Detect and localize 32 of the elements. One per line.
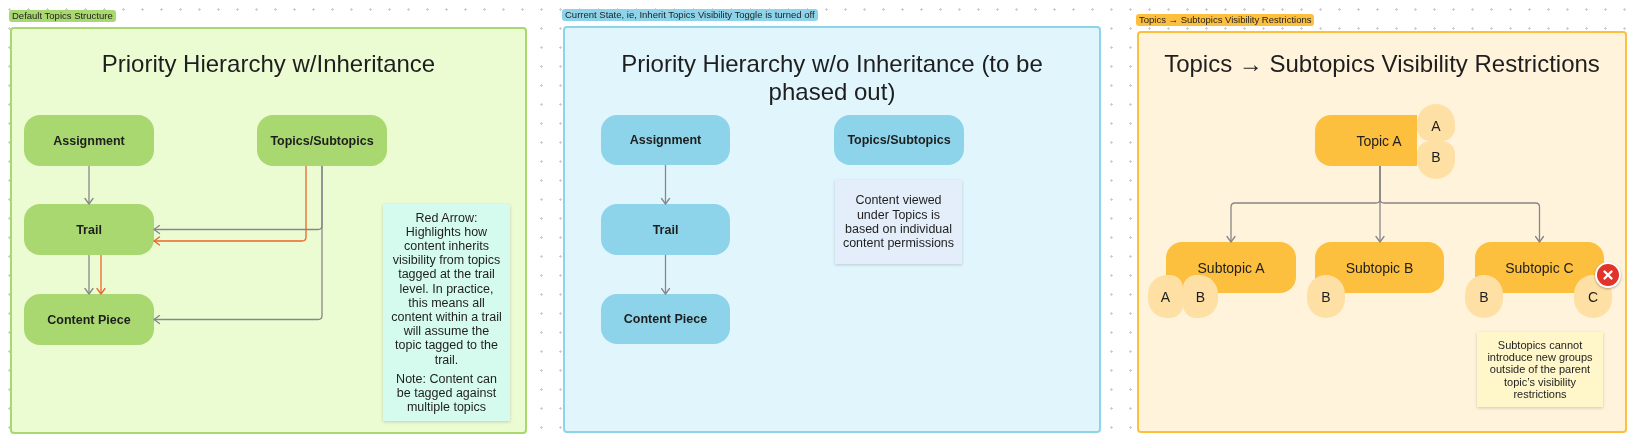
process-box: Content Piece xyxy=(601,294,730,344)
sticky-note xyxy=(1477,332,1603,407)
arrow xyxy=(660,254,671,295)
sticky-note xyxy=(835,180,962,264)
process-box: Topics/Subtopics xyxy=(257,115,387,166)
note-text: Content viewed under Topics is based on individual content permissions xyxy=(841,193,956,251)
process-box: Topics/Subtopics xyxy=(834,115,964,165)
process-box: Assignment xyxy=(601,115,730,165)
process-box: Topic A xyxy=(1315,115,1417,166)
arrow xyxy=(84,165,94,205)
process-box: Trail xyxy=(601,204,730,255)
arrow xyxy=(84,254,94,295)
arrow xyxy=(660,164,671,205)
section-label: Default Topics Structure xyxy=(9,10,116,22)
section-label: Topics → Subtopics Visibility Restrictions xyxy=(1136,14,1315,26)
process-box: Trail xyxy=(24,204,154,255)
arrow xyxy=(1379,165,1545,243)
process-box: Assignment xyxy=(24,115,154,166)
arrow xyxy=(153,165,307,246)
section-title: Priority Hierarchy w/o Inheritance (to be phased out) xyxy=(620,50,1044,106)
note-text: Red Arrow: Highlights how content inherits visibility from topics tagged at the trail level. In practice, this means all content within a trail will assume the topic tagged to the trail. xyxy=(390,210,503,367)
note-text: Subtopics cannot introduce new groups outside of the parent topic’s visibility restrictions xyxy=(1486,339,1594,400)
process-box: Subtopic B xyxy=(1315,242,1444,293)
process-box: Content Piece xyxy=(24,294,154,345)
section-title: Priority Hierarchy w/Inheritance xyxy=(101,50,436,78)
arrow xyxy=(153,165,323,325)
arrow xyxy=(96,254,106,295)
group-circle: A xyxy=(1417,104,1455,141)
note-text: Note: Content can be tagged against multiple topics xyxy=(395,371,498,415)
section-label: Current State, ie, Inherit Topics Visibility Toggle is turned off xyxy=(562,9,818,21)
section-title: Topics → Subtopics Visibility Restrictions xyxy=(1164,50,1600,78)
sticky-note xyxy=(383,204,510,421)
